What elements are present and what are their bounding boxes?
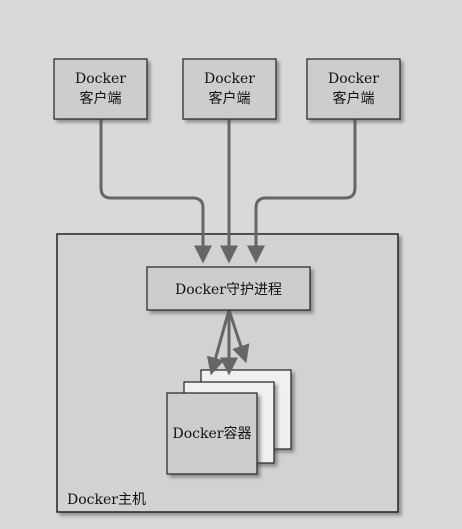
container-label: Docker容器 bbox=[173, 425, 252, 442]
docker-client-1: Docker 客户端 bbox=[53, 58, 148, 120]
arrow-daemon-3 bbox=[227, 309, 250, 364]
docker-client-3: Docker 客户端 bbox=[306, 58, 401, 120]
client-3-line1: Docker bbox=[328, 71, 379, 87]
client-2-line1: Docker bbox=[204, 71, 255, 87]
arrow-daemon-1 bbox=[206, 309, 231, 376]
container-front bbox=[166, 392, 258, 475]
arrow-client-1 bbox=[99, 119, 212, 264]
daemon-label: Docker守护进程 bbox=[175, 282, 282, 298]
client-to-daemon-arrows bbox=[99, 119, 357, 264]
client-2-line2: 客户端 bbox=[209, 90, 251, 107]
client-1-line2: 客户端 bbox=[80, 90, 122, 107]
arrow-client-3 bbox=[247, 119, 357, 264]
daemon-to-container-arrows bbox=[206, 309, 250, 376]
client-3-line2: 客户端 bbox=[333, 90, 375, 107]
docker-client-2: Docker 客户端 bbox=[182, 58, 277, 120]
docker-host-label: Docker主机 bbox=[67, 492, 146, 508]
client-1-line1: Docker bbox=[75, 71, 126, 87]
container-stack: Docker容器 bbox=[166, 369, 292, 475]
docker-daemon: Docker守护进程 bbox=[146, 266, 311, 311]
